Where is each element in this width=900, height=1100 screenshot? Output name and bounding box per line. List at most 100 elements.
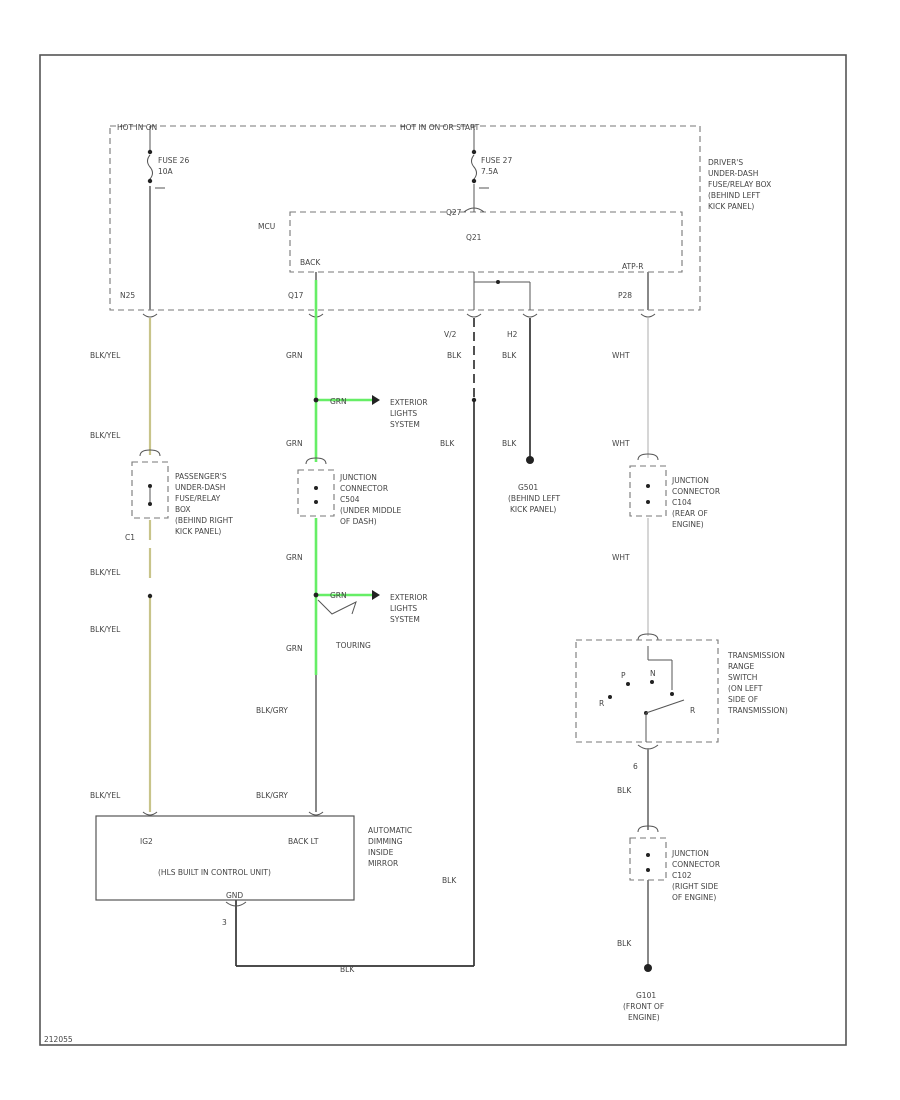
svg-text:BLK: BLK [340,965,355,974]
svg-text:(ON LEFT: (ON LEFT [728,684,763,693]
svg-text:BLK: BLK [617,939,632,948]
svg-text:(BEHIND RIGHT: (BEHIND RIGHT [175,516,233,525]
svg-text:FUSE 26: FUSE 26 [158,156,189,165]
wire-wht: WHT WHT WHT [612,318,649,636]
svg-text:CONNECTOR: CONNECTOR [672,487,720,496]
svg-text:(FRONT OF: (FRONT OF [623,1002,664,1011]
transmission-range-switch: R P N R TRANSMISSION RANGE SWITCH (ON LE… [575,633,788,771]
svg-text:FUSE 27: FUSE 27 [481,156,512,165]
svg-text:GRN: GRN [286,553,303,562]
svg-text:C104: C104 [672,498,692,507]
passengers-fuse-box: PASSENGER'S UNDER-DASH FUSE/RELAY BOX (B… [125,449,233,542]
wire-grn: GRN GRN GRN GRN GRN GRN [286,280,380,675]
svg-text:AUTOMATIC: AUTOMATIC [368,826,412,835]
pin-labels-row: N25 Q17 V/2 H2 P28 [120,291,632,339]
svg-text:DRIVER'S: DRIVER'S [708,158,743,167]
svg-text:3: 3 [222,918,227,927]
mirror-control-unit: IG2 BACK LT (HLS BUILT IN CONTROL UNIT) … [95,811,412,927]
svg-text:EXTERIOR: EXTERIOR [390,398,428,407]
svg-text:GRN: GRN [286,439,303,448]
svg-text:G101: G101 [636,991,656,1000]
svg-text:UNDER-DASH: UNDER-DASH [175,483,225,492]
svg-text:(UNDER MIDDLE: (UNDER MIDDLE [340,506,402,515]
ext-lights-label-1: EXTERIOR LIGHTS SYSTEM [390,398,428,429]
svg-text:GND: GND [226,891,243,900]
svg-text:SWITCH: SWITCH [728,673,757,682]
svg-text:H2: H2 [507,330,518,339]
hot-in-on-label: HOT IN ON [117,123,157,132]
svg-text:V/2: V/2 [444,330,457,339]
svg-text:BACK LT: BACK LT [288,837,319,846]
svg-text:WHT: WHT [612,553,630,562]
svg-text:6: 6 [633,762,638,771]
svg-text:P: P [621,671,626,680]
junction-connector-c102: JUNCTION CONNECTOR C102 (RIGHT SIDE OF E… [629,825,720,902]
svg-text:MIRROR: MIRROR [368,859,398,868]
svg-text:LIGHTS: LIGHTS [390,604,417,613]
svg-text:GRN: GRN [330,591,347,600]
svg-text:OF DASH): OF DASH) [340,517,377,526]
g101-label: G101 (FRONT OF ENGINE) [623,991,664,1022]
junction-connector-c104: JUNCTION CONNECTOR C104 (REAR OF ENGINE) [629,453,720,529]
svg-text:BLK: BLK [442,876,457,885]
junction-connector-c504: JUNCTION CONNECTOR C504 (UNDER MIDDLE OF… [297,457,402,526]
svg-text:GRN: GRN [286,351,303,360]
svg-text:G501: G501 [518,483,538,492]
svg-text:BLK: BLK [440,439,455,448]
svg-text:RANGE: RANGE [728,662,754,671]
svg-text:PASSENGER'S: PASSENGER'S [175,472,227,481]
svg-text:KICK PANEL): KICK PANEL) [175,527,221,536]
mcu-pin-q27: Q27 [446,208,462,217]
svg-text:N25: N25 [120,291,135,300]
svg-text:R: R [599,699,604,708]
svg-text:C102: C102 [672,871,692,880]
svg-text:WHT: WHT [612,351,630,360]
fuse-27: FUSE 27 7.5A [471,126,512,189]
svg-text:KICK PANEL): KICK PANEL) [510,505,556,514]
mcu-pin-atp: ATP-R [622,262,643,271]
svg-text:FUSE/RELAY: FUSE/RELAY [175,494,221,503]
svg-text:BLK/YEL: BLK/YEL [90,791,121,800]
svg-text:LIGHTS: LIGHTS [390,409,417,418]
svg-text:BLK/YEL: BLK/YEL [90,568,121,577]
svg-text:EXTERIOR: EXTERIOR [390,593,428,602]
svg-text:JUNCTION: JUNCTION [671,849,709,858]
svg-text:IG2: IG2 [140,837,153,846]
svg-text:BLK: BLK [502,351,517,360]
svg-text:BOX: BOX [175,505,191,514]
svg-text:(BEHIND LEFT: (BEHIND LEFT [708,191,761,200]
wire-blk-yel: BLK/YEL BLK/YEL BLK/YEL BLK/YEL BLK/YEL [90,318,153,812]
svg-text:P28: P28 [618,291,632,300]
svg-text:TRANSMISSION: TRANSMISSION [727,651,785,660]
mcu-label: MCU [258,222,275,231]
wire-blk-v2: BLK BLK BLK BLK [235,318,477,974]
svg-text:UNDER-DASH: UNDER-DASH [708,169,758,178]
hot-in-on-start-label: HOT IN ON OR START [400,123,480,132]
svg-text:(BEHIND LEFT: (BEHIND LEFT [508,494,561,503]
svg-text:(HLS BUILT IN CONTROL UNIT): (HLS BUILT IN CONTROL UNIT) [158,868,271,877]
svg-text:BLK/YEL: BLK/YEL [90,351,121,360]
svg-text:GRN: GRN [286,644,303,653]
svg-text:WHT: WHT [612,439,630,448]
ext-lights-label-2: EXTERIOR LIGHTS SYSTEM [390,593,428,624]
svg-text:7.5A: 7.5A [481,167,499,176]
mcu-pin-q21: Q21 [466,233,482,242]
blk-gry-label-2: BLK/GRY [256,791,288,800]
mcu-outline [289,211,683,273]
mcu-pin-back: BACK [300,258,321,267]
svg-text:SYSTEM: SYSTEM [390,615,420,624]
wire-blk-g101: BLK BLK [617,748,652,972]
diagram-frame [39,54,847,1046]
wire-blk-h2: BLK BLK [502,318,534,464]
svg-text:C1: C1 [125,533,135,542]
svg-text:10A: 10A [158,167,174,176]
svg-text:BLK/YEL: BLK/YEL [90,431,121,440]
svg-text:BLK: BLK [502,439,517,448]
svg-text:DIMMING: DIMMING [368,837,403,846]
svg-text:OF ENGINE): OF ENGINE) [672,893,716,902]
svg-text:SYSTEM: SYSTEM [390,420,420,429]
footer-code: 212055 [44,1035,73,1044]
svg-text:R: R [690,706,695,715]
fuse-26: FUSE 26 10A [147,126,189,189]
